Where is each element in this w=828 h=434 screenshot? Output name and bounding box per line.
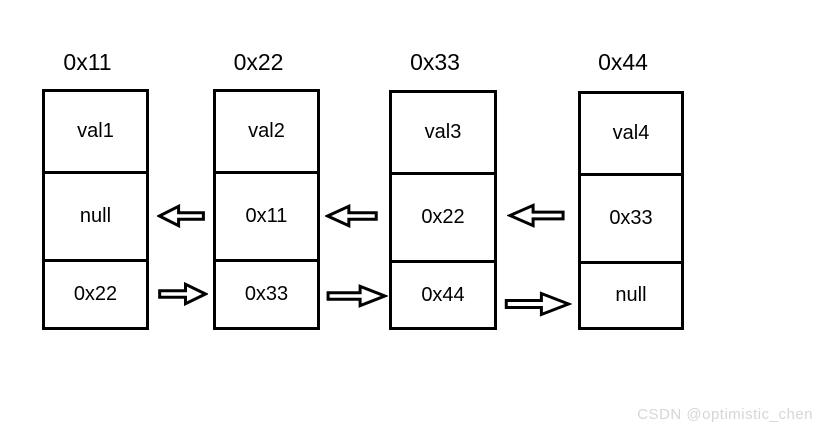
prev-pointer-cell: 0x22	[392, 175, 494, 263]
next-pointer-cell: 0x22	[73, 283, 118, 305]
value-cell: val3	[392, 93, 494, 175]
watermark: CSDN @optimistic_chen	[637, 406, 813, 423]
prev-pointer-cell: null	[45, 174, 146, 262]
prev-arrow-icon	[157, 204, 205, 228]
prev-pointer-cell: 0x33	[581, 176, 681, 264]
node-address-label: 0x11	[63, 49, 112, 75]
list-node-0x11: val1 null 0x22	[42, 89, 149, 330]
node-address-label: 0x33	[410, 49, 460, 75]
list-node-0x22: val2 0x11 0x33	[213, 89, 320, 330]
next-pointer-cell: 0x44	[421, 283, 465, 306]
next-pointer-cell: 0x33	[244, 283, 289, 305]
value-cell: val2	[216, 92, 317, 174]
next-arrow-icon	[504, 291, 572, 317]
node-address-label: 0x22	[233, 49, 284, 75]
list-node-0x44: val4 0x33 null	[578, 91, 684, 330]
next-arrow-icon	[158, 282, 208, 306]
node-address-label: 0x44	[598, 49, 648, 75]
next-arrow-icon	[326, 284, 388, 308]
list-node-0x33: val3 0x22 0x44	[389, 90, 497, 330]
value-cell: val4	[581, 94, 681, 176]
prev-arrow-icon	[507, 203, 565, 228]
value-cell: val1	[45, 92, 146, 174]
prev-arrow-icon	[325, 204, 378, 228]
prev-pointer-cell: 0x11	[216, 174, 317, 262]
next-pointer-cell: null	[615, 284, 647, 306]
